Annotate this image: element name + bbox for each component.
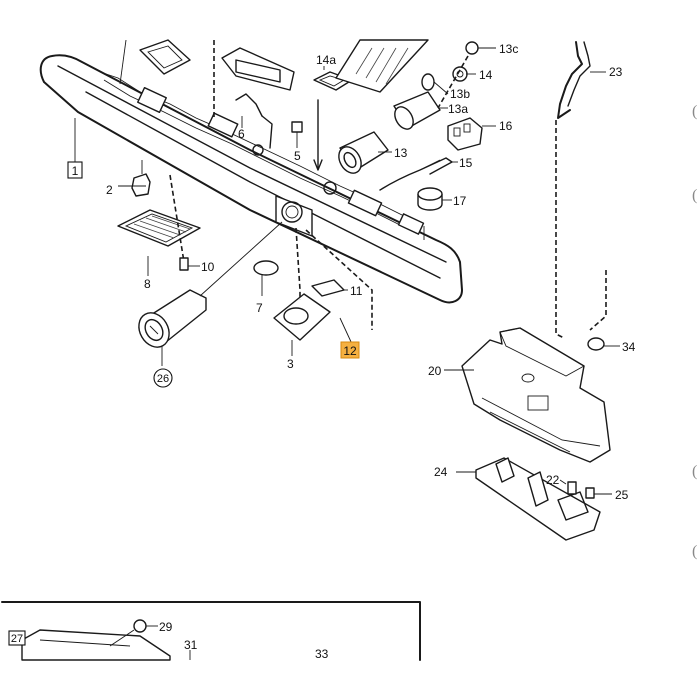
label-16: 16 [499, 119, 513, 133]
label-13: 13 [394, 146, 408, 160]
label-6: 6 [238, 127, 245, 141]
label-17: 17 [453, 194, 467, 208]
label-15: 15 [459, 156, 473, 170]
edge-mark-4: ( [692, 543, 697, 560]
label-1: 1 [67, 118, 83, 179]
spring-part-11 [311, 279, 348, 297]
striker-part-24 [456, 457, 601, 541]
lock-assembly-part-20 [444, 327, 611, 463]
label-11: 11 [350, 284, 363, 298]
label-12-highlighted: 12 [340, 341, 360, 359]
screw-part-5 [291, 121, 303, 148]
connector-part-16 [447, 117, 496, 151]
label-13b: 13b [450, 87, 470, 101]
plate-part-3 [273, 293, 331, 356]
inset-box-bottom [1, 601, 421, 661]
label-13c: 13c [499, 42, 518, 56]
trim-panel-part-1 [39, 54, 463, 304]
lock-cylinder-part-26 [138, 221, 283, 366]
label-3: 3 [287, 357, 294, 371]
label-29: 29 [159, 620, 173, 634]
label-8: 8 [144, 277, 151, 291]
label-34: 34 [622, 340, 636, 354]
label-33: 33 [315, 647, 329, 661]
grille-part-8 [117, 209, 201, 276]
nut-part-14 [452, 66, 476, 82]
pin-part-12 [339, 317, 353, 345]
screw-part-10 [179, 257, 200, 271]
bulb-holder-part-17 [417, 187, 452, 240]
clip-part-6 [235, 93, 273, 149]
label-text-12: 12 [343, 344, 357, 358]
label-25: 25 [615, 488, 629, 502]
clip-part-2 [118, 160, 151, 197]
label-26-circled: 26 [153, 368, 173, 388]
label-23: 23 [609, 65, 623, 79]
dash-guide-10 [169, 174, 185, 263]
label-14a: 14a [316, 53, 336, 67]
label-text-1: 1 [72, 164, 79, 178]
label-text-26: 26 [157, 373, 169, 385]
dash-guide-23 [555, 120, 565, 339]
wiring-part-15 [379, 157, 458, 191]
switch-part-13a [393, 91, 448, 130]
cover-plate-top-right [335, 39, 429, 93]
lamp-housing-top [213, 40, 295, 118]
edge-mark-2: ( [692, 187, 697, 204]
washer-part-13b [421, 73, 449, 95]
label-2: 2 [106, 183, 113, 197]
switch-part-13 [338, 131, 392, 174]
dash-guide-34 [589, 270, 607, 331]
screw-part-25 [585, 487, 612, 499]
nut-part-13c [437, 41, 496, 109]
dash-guide-12 [305, 229, 373, 330]
rod-part-23 [557, 41, 606, 119]
label-text-27: 27 [11, 633, 23, 645]
label-31: 31 [184, 638, 198, 652]
label-22: 22 [546, 473, 560, 487]
label-20: 20 [428, 364, 442, 378]
dash-guide-3 [295, 227, 301, 300]
label-5: 5 [294, 149, 301, 163]
label-7: 7 [256, 301, 263, 315]
label-27-boxed: 27 [8, 630, 26, 646]
clip-part-34 [587, 337, 620, 351]
edge-mark-1: ( [692, 103, 697, 120]
screw-part-22 [559, 479, 577, 495]
label-13a: 13a [448, 102, 468, 116]
bracket-top [119, 39, 191, 85]
label-14: 14 [479, 68, 493, 82]
washer-part-7 [253, 260, 279, 296]
edge-mark-3: ( [692, 463, 697, 480]
label-10: 10 [201, 260, 215, 274]
label-24: 24 [434, 465, 448, 479]
